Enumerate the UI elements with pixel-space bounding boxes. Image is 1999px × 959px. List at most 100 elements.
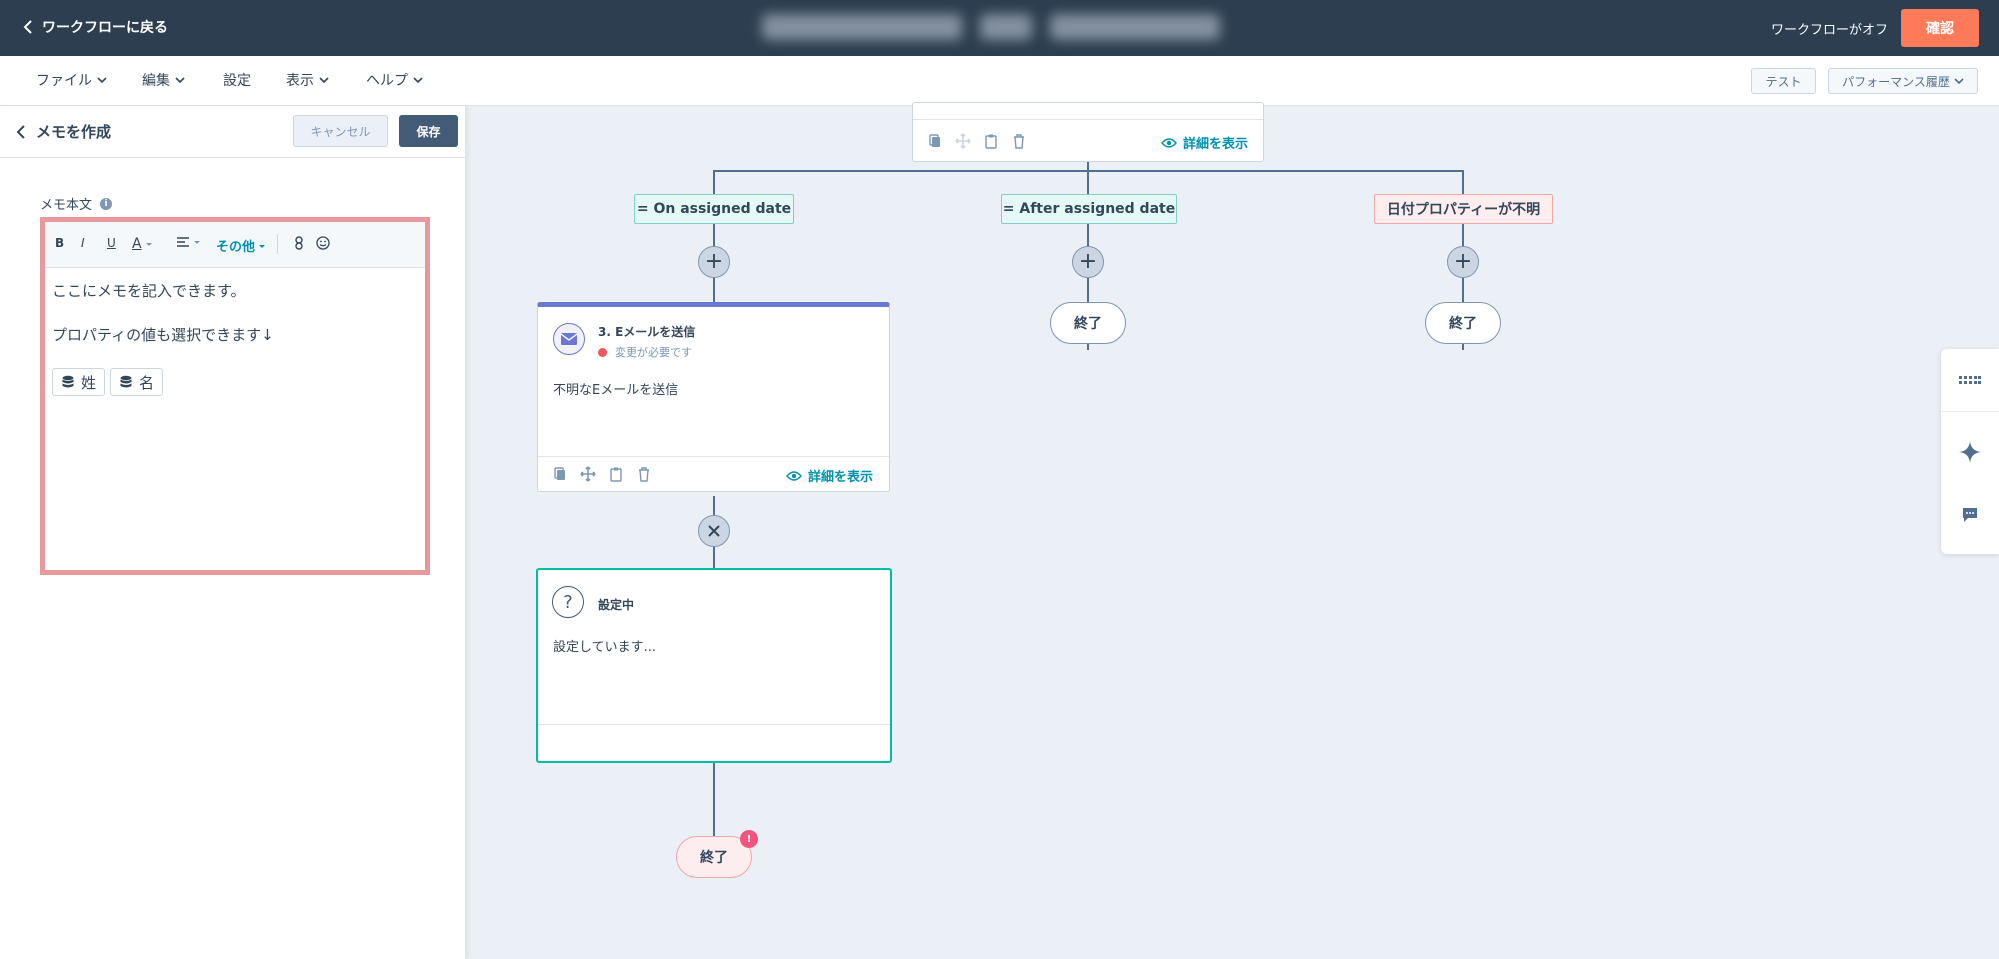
trash-icon[interactable] <box>636 466 652 482</box>
emoji-button[interactable] <box>316 236 330 250</box>
branch-label-on-date[interactable]: = On assigned date <box>634 194 794 224</box>
workflow-title-redacted <box>762 14 1220 42</box>
setting-card-title: 設定中 <box>598 598 635 612</box>
chevron-down-icon <box>1954 78 1964 85</box>
email-card-status: 変更が必要です <box>598 344 692 360</box>
view-details-link[interactable]: 詳細を表示 <box>1161 133 1248 152</box>
chevron-down-icon <box>175 77 185 84</box>
sparkle-icon <box>1959 441 1981 463</box>
move-icon[interactable] <box>955 133 971 149</box>
card-actions <box>927 133 1027 149</box>
copy-icon[interactable] <box>552 466 568 482</box>
link-icon <box>295 236 303 250</box>
question-icon: ? <box>552 586 584 618</box>
add-action-button[interactable]: + <box>698 246 730 278</box>
card-divider <box>913 119 1263 120</box>
close-icon <box>708 525 720 537</box>
copy-icon[interactable] <box>927 133 943 149</box>
align-left-icon <box>177 237 189 247</box>
menu-edit[interactable]: 編集 <box>142 70 185 90</box>
end-node[interactable]: 終了 <box>1425 302 1501 344</box>
connector-line <box>713 762 715 842</box>
performance-history-label: パフォーマンス履歴 <box>1842 74 1950 89</box>
chevron-down-icon <box>319 77 329 84</box>
menu-help[interactable]: ヘルプ <box>366 70 423 90</box>
align-button[interactable] <box>176 236 201 248</box>
memo-text-line-2: プロパティの値も選択できます↓ <box>52 326 274 344</box>
add-action-button[interactable]: + <box>1447 246 1479 278</box>
more-options-label: その他 <box>216 240 256 255</box>
comments-button[interactable] <box>1941 484 1999 546</box>
clipboard-icon[interactable] <box>983 133 999 149</box>
more-options-button[interactable]: その他 <box>216 236 266 255</box>
caret-down-icon <box>259 244 266 248</box>
clipboard-icon[interactable] <box>608 466 624 482</box>
workflow-canvas[interactable]: 詳細を表示 = On assigned date = After assigne… <box>466 102 1999 959</box>
menu-view[interactable]: 表示 <box>286 70 329 90</box>
menu-edit-label: 編集 <box>142 73 170 89</box>
ai-assistant-button[interactable] <box>1941 421 1999 483</box>
rich-text-editor[interactable]: B I U A その他 ここにメモを記入できます。 プロ <box>40 217 430 575</box>
bold-button[interactable]: B <box>55 236 65 250</box>
chevron-down-icon <box>413 77 423 84</box>
email-card-status-label: 変更が必要です <box>615 346 692 359</box>
database-icon <box>120 375 132 388</box>
test-label: テスト <box>1765 74 1802 89</box>
memo-body-label: メモ本文 i <box>40 194 113 213</box>
menu-bar: ファイル 編集 設定 表示 ヘルプ テスト パフォーマンス履歴 <box>0 56 1999 106</box>
back-to-workflows-link[interactable]: ワークフローに戻る <box>22 17 168 37</box>
database-icon <box>62 375 74 388</box>
email-card-title: 3. Eメールを送信 <box>598 325 696 339</box>
test-button[interactable]: テスト <box>1751 68 1816 94</box>
panel-back-button[interactable]: メモを作成 <box>16 121 111 142</box>
cancel-button[interactable]: キャンセル <box>293 115 388 147</box>
trash-icon[interactable] <box>1011 133 1027 149</box>
branch-label-after-date[interactable]: = After assigned date <box>1001 194 1177 224</box>
grid-menu-button[interactable] <box>1941 349 1999 411</box>
grid-dots-icon <box>1959 376 1981 384</box>
link-button[interactable] <box>293 236 305 250</box>
view-details-label: 詳細を表示 <box>1183 137 1249 152</box>
add-action-button[interactable]: + <box>1072 246 1104 278</box>
warning-badge: ! <box>740 830 758 848</box>
text-color-button[interactable]: A <box>132 236 153 252</box>
chevron-left-icon <box>16 124 25 139</box>
menu-settings[interactable]: 設定 <box>223 70 251 90</box>
email-card-body: 不明なEメールを送信 <box>553 383 679 398</box>
caret-down-icon <box>194 241 200 244</box>
property-token-last-name[interactable]: 姓 <box>52 368 106 396</box>
rail-divider <box>1941 411 1999 412</box>
card-divider <box>538 456 889 457</box>
move-icon[interactable] <box>580 466 596 482</box>
caret-down-icon <box>145 243 152 246</box>
underline-button[interactable]: U <box>107 236 116 250</box>
configuring-action-card[interactable]: ? 設定中 設定しています... <box>536 568 892 763</box>
branch-label-unknown-date[interactable]: 日付プロパティーが不明 <box>1374 194 1553 224</box>
email-icon <box>553 323 585 355</box>
card-actions <box>552 466 652 482</box>
delete-connection-button[interactable] <box>698 515 730 547</box>
workflow-status: ワークフローがオフ <box>1770 23 1888 38</box>
info-icon[interactable]: i <box>100 197 113 210</box>
memo-body-label-text: メモ本文 <box>40 198 93 213</box>
memo-text-line-1: ここにメモを記入できます。 <box>52 282 246 300</box>
toolbar-divider <box>277 234 278 254</box>
view-details-link[interactable]: 詳細を表示 <box>786 466 873 485</box>
comment-icon <box>1963 508 1977 522</box>
confirm-button[interactable]: 確認 <box>1901 9 1979 47</box>
eye-icon <box>1161 137 1177 148</box>
property-token-first-name[interactable]: 名 <box>110 368 164 396</box>
previous-action-card[interactable]: 詳細を表示 <box>912 102 1264 162</box>
send-email-action-card[interactable]: 3. Eメールを送信 変更が必要です 不明なEメールを送信 詳細を表示 <box>537 302 890 492</box>
end-node[interactable]: 終了 <box>1050 302 1126 344</box>
emoji-icon <box>316 236 330 250</box>
chevron-down-icon <box>97 77 107 84</box>
right-tool-rail <box>1941 349 1999 554</box>
menu-file-label: ファイル <box>36 73 92 89</box>
performance-history-button[interactable]: パフォーマンス履歴 <box>1828 68 1978 94</box>
menu-file[interactable]: ファイル <box>36 70 107 90</box>
save-button[interactable]: 保存 <box>399 115 458 147</box>
italic-button[interactable]: I <box>81 236 85 250</box>
error-dot-icon <box>598 347 607 357</box>
end-node-warning[interactable]: 終了 <box>676 836 752 878</box>
